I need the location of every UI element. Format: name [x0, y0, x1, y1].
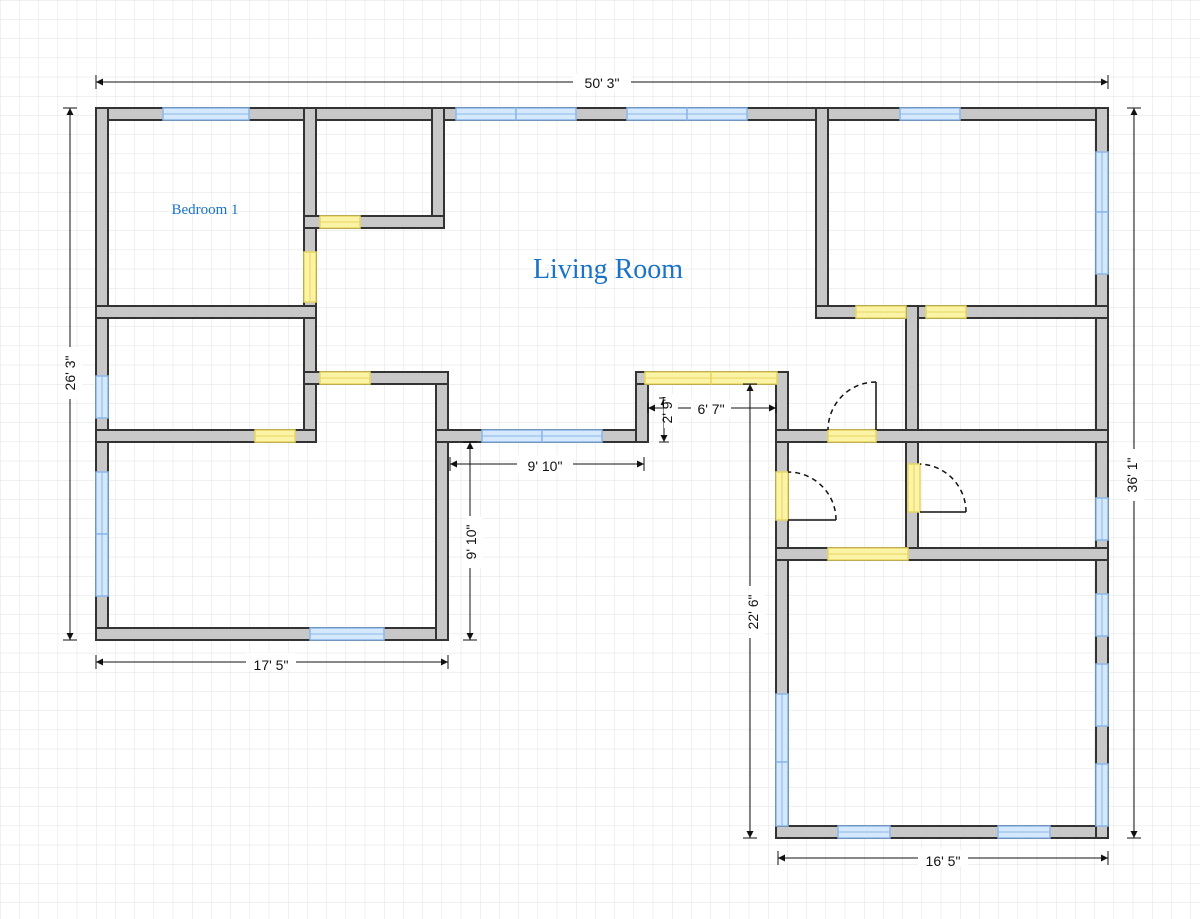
dimension-label-gap: [246, 653, 296, 671]
dimension-label-bottom-right-width: 16' 5": [926, 853, 961, 869]
dimension-arrowhead: [769, 404, 776, 412]
doors: [254, 215, 967, 561]
room-label-living-room: Living Room: [533, 254, 683, 285]
dimension-label-left-height: 26' 3": [62, 356, 78, 391]
wall-segment: [775, 547, 1109, 561]
dimension-label-gap: [573, 73, 631, 91]
dimension-lines: [63, 73, 1144, 867]
dimension-label-gap: [517, 455, 573, 473]
dimension-arrowhead: [1101, 78, 1108, 86]
dimension-label-gap: [66, 347, 82, 399]
dimension-arrowhead: [96, 658, 103, 666]
wall-segment: [775, 429, 1109, 443]
door-swings: [787, 381, 967, 521]
dimension-label-notch-depth: 9' 10": [463, 525, 479, 560]
dimension-arrowhead: [441, 658, 448, 666]
wall-segment: [815, 107, 829, 319]
door-swing-arc: [919, 463, 967, 513]
dimension-arrowhead: [466, 442, 474, 449]
windows: [95, 107, 1109, 839]
dimension-label-gap: [467, 516, 483, 568]
dimension-arrowhead: [648, 404, 655, 412]
room-label-bedroom-1: Bedroom 1: [171, 202, 238, 218]
dimension-label-gap: [749, 586, 765, 638]
dimension-label-right-height: 36' 1": [1124, 458, 1140, 493]
wall-segment: [431, 107, 445, 229]
dimension-label-step-height: 2' 9": [659, 396, 675, 423]
dimension-label-gap: [664, 394, 678, 428]
dimension-arrowhead: [466, 633, 474, 640]
dimension-label-bottom-left-width: 17' 5": [254, 657, 289, 673]
wall-segment: [775, 825, 1109, 839]
dimension-arrowhead: [778, 854, 785, 862]
dimension-arrowhead: [1130, 831, 1138, 838]
dimension-arrowhead: [66, 108, 74, 115]
door-swing-arc: [827, 381, 877, 431]
dimension-arrowhead: [637, 460, 644, 468]
dimension-arrowhead: [66, 633, 74, 640]
dimension-arrowhead: [1130, 108, 1138, 115]
dimension-label-top-width: 50' 3": [585, 75, 620, 91]
dimension-arrowhead: [746, 831, 754, 838]
dimension-arrowhead: [450, 460, 457, 468]
dimension-arrowhead: [660, 435, 668, 442]
dimension-arrowhead: [746, 384, 754, 391]
wall-segment: [1095, 107, 1109, 839]
door-swing-arc: [787, 471, 837, 521]
dimension-label-wing-height: 22' 6": [745, 595, 761, 630]
dimension-label-gap: [1128, 449, 1144, 501]
dimension-label-gap: [918, 849, 968, 867]
dimension-arrowhead: [1101, 854, 1108, 862]
wall-segment: [95, 305, 317, 319]
dimension-label-notch-width: 9' 10": [528, 458, 563, 474]
wall-segment: [435, 371, 449, 641]
dimension-label-step-width: 6' 7": [697, 401, 724, 417]
wall-segment: [95, 627, 449, 641]
dimension-label-gap: [691, 399, 731, 417]
dimension-arrowhead: [96, 78, 103, 86]
